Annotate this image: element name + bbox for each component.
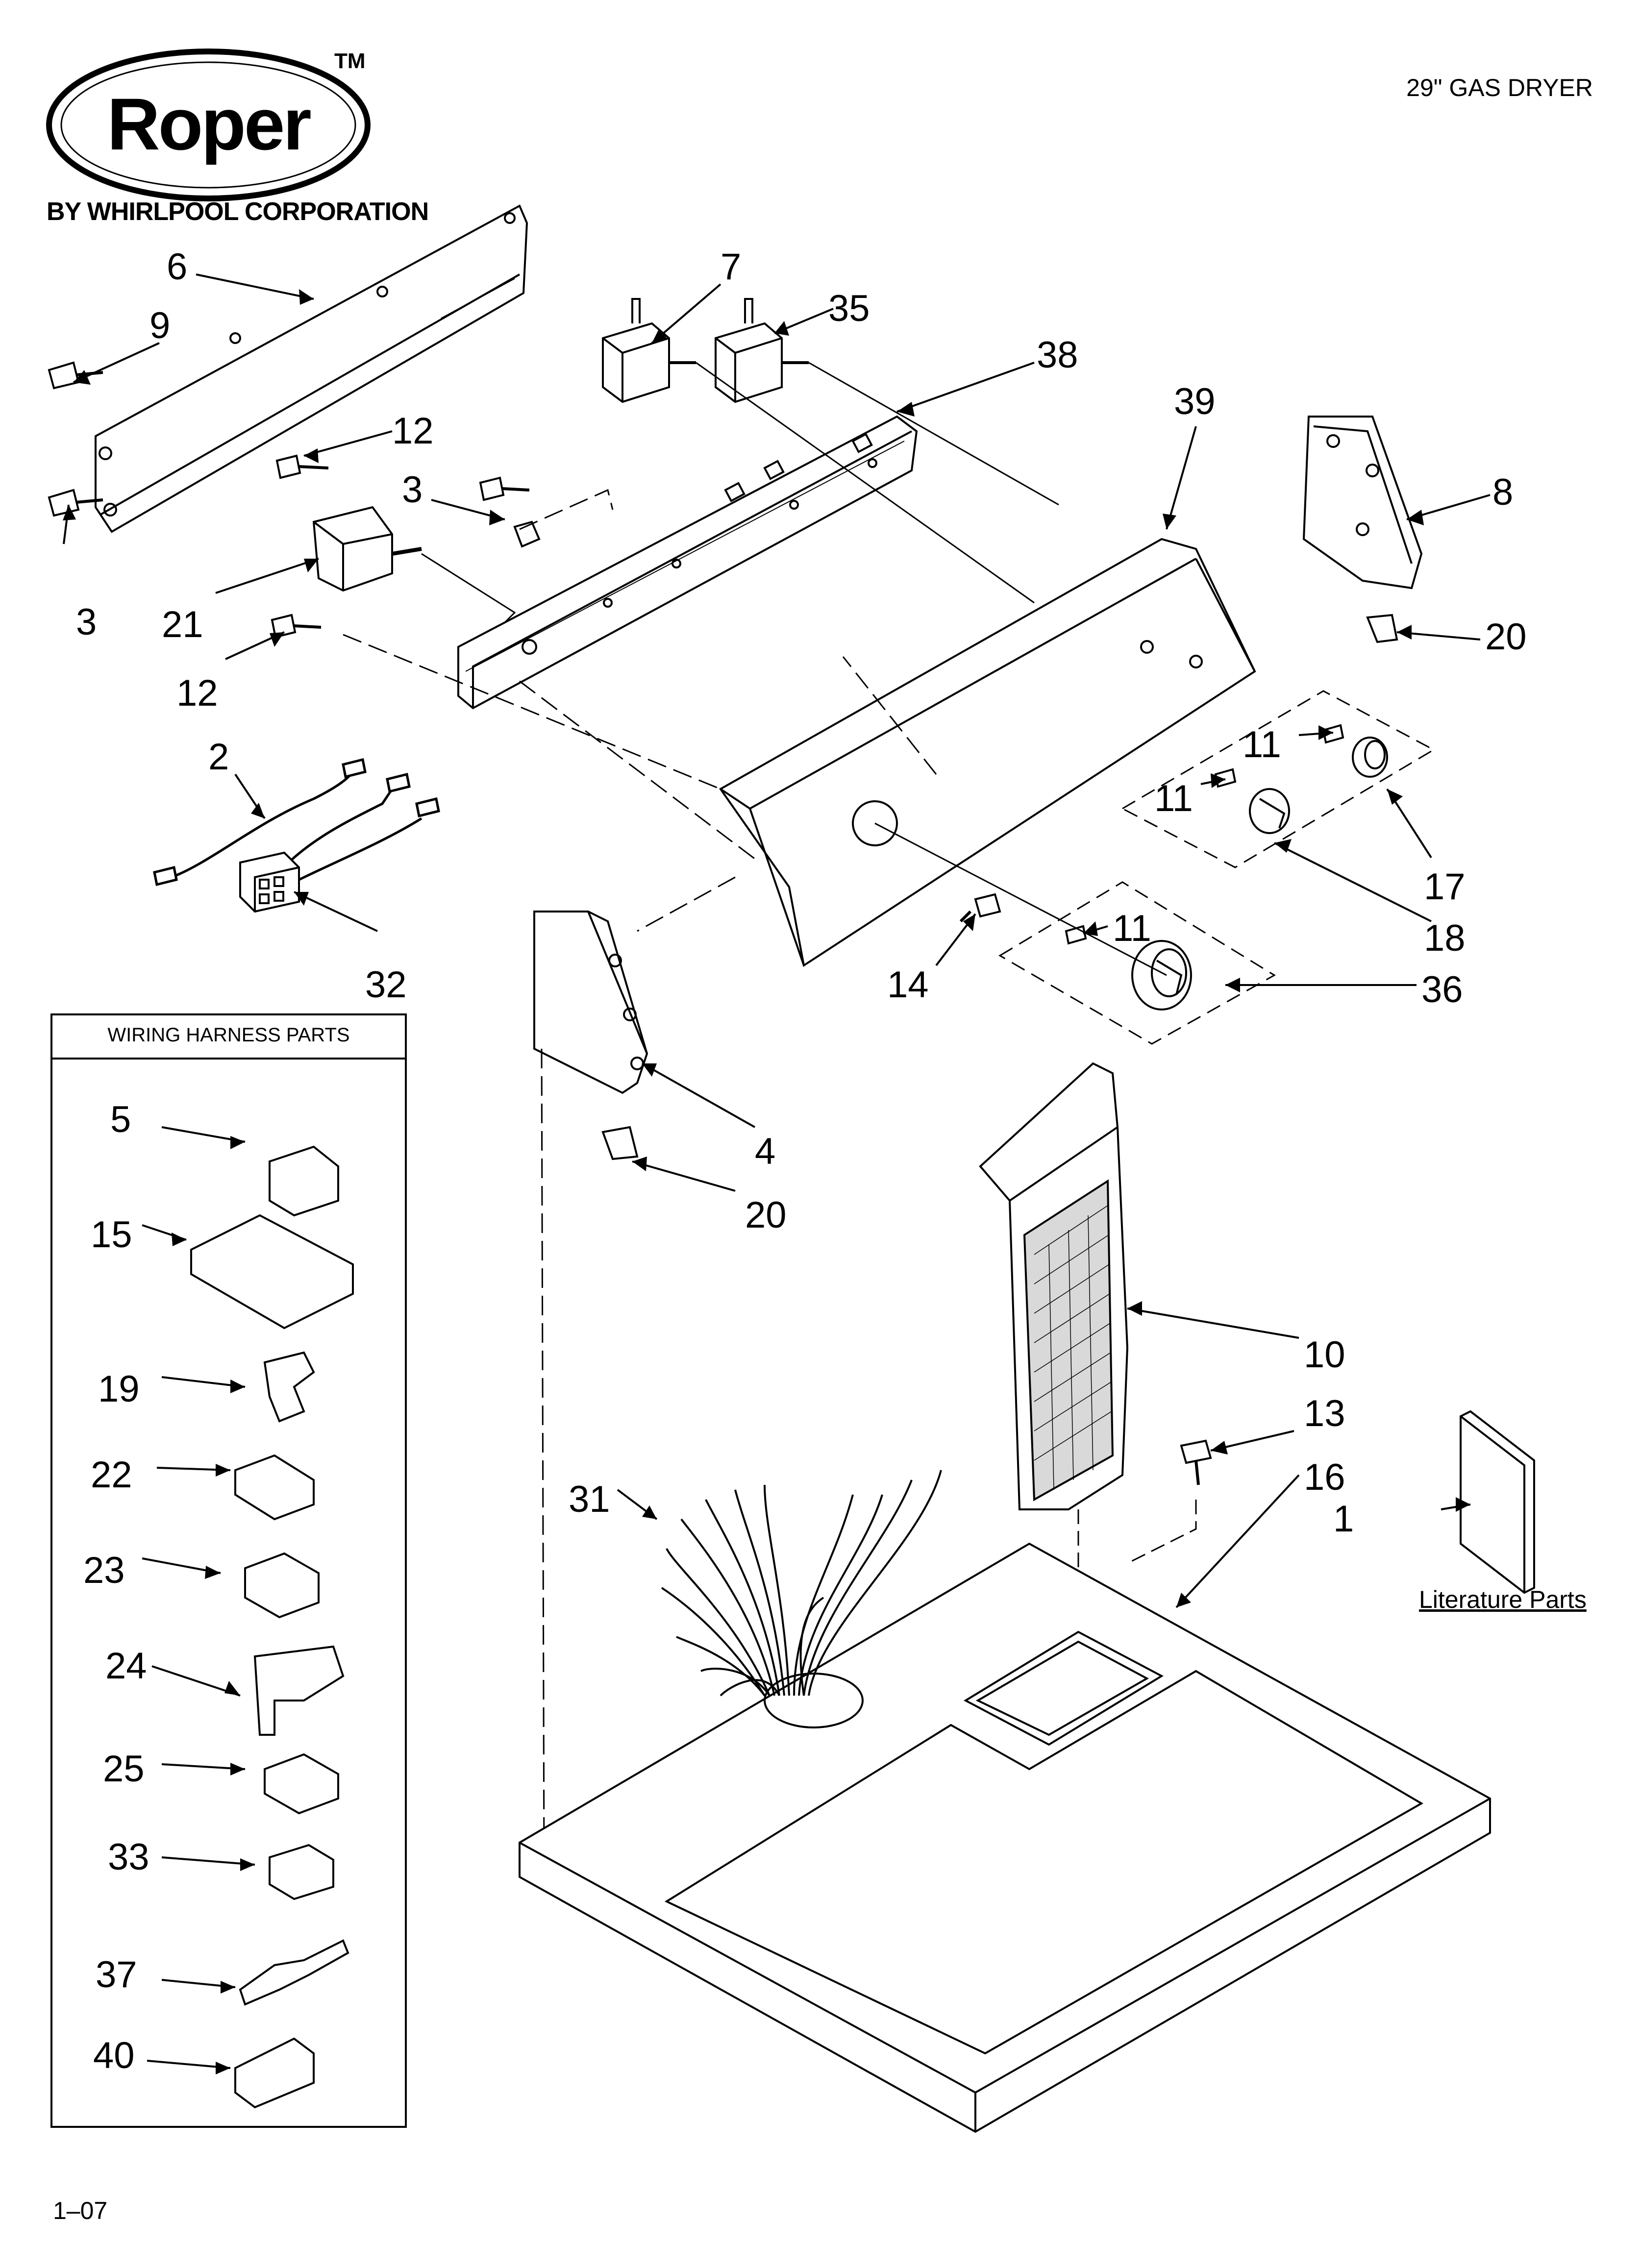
part-25-connector	[264, 1753, 339, 1815]
part-5-connector	[269, 1145, 339, 1217]
roper-logo: Roper	[46, 49, 371, 201]
part-20-clip-upper	[1366, 614, 1398, 643]
corporation-line: BY WHIRLPOOL CORPORATION	[47, 197, 429, 226]
part-12-screw-upper	[275, 454, 329, 479]
part-6-rear-panel	[95, 204, 528, 533]
harness-item-5: 5	[110, 1099, 131, 1140]
footer-code: 1–07	[53, 2197, 108, 2224]
callout-9: 9	[149, 305, 170, 346]
wiring-harness-title: WIRING HARNESS PARTS	[107, 1024, 350, 1046]
callout-10: 10	[1304, 1334, 1345, 1376]
part-40-connector	[234, 2037, 315, 2109]
alignment-line	[1127, 1500, 1197, 1564]
callout-6: 6	[167, 246, 187, 288]
part-3-screw-right	[479, 476, 541, 548]
callout-35: 35	[828, 288, 870, 329]
callout-labels: 6 9 3 12 3 21 12 7 35 38 39 8 20 11 11 1…	[76, 246, 1527, 2076]
callout-21: 21	[162, 604, 203, 645]
part-3-screw	[48, 489, 103, 517]
part-16-top-panel	[519, 1542, 1491, 2133]
callout-12: 12	[392, 410, 434, 452]
callout-39: 39	[1174, 381, 1216, 422]
part-20-clip-lower	[601, 1126, 639, 1160]
trademark-mark: TM	[334, 49, 366, 73]
harness-item-25: 25	[103, 1748, 145, 1790]
part-15-connector	[190, 1214, 354, 1330]
part-38-bracket	[457, 415, 918, 710]
harness-item-24: 24	[105, 1645, 147, 1687]
part-12-screw-lower	[271, 614, 322, 639]
callout-11: 11	[1243, 724, 1281, 765]
callout-13: 13	[1304, 1393, 1345, 1434]
callout-3: 3	[402, 469, 423, 511]
callout-16: 16	[1304, 1456, 1345, 1498]
callout-8: 8	[1492, 471, 1513, 513]
callout-18: 18	[1424, 917, 1466, 959]
part-1-literature	[1460, 1410, 1535, 1594]
part-21-switch	[312, 506, 516, 623]
alignment-line	[874, 822, 1167, 976]
callout-20: 20	[745, 1194, 787, 1236]
part-8-end-cap	[1302, 416, 1423, 590]
logo-wordmark: Roper	[107, 83, 311, 165]
harness-item-40: 40	[93, 2035, 135, 2076]
wiring-harness-box	[50, 1013, 407, 2128]
callout-1: 1	[1333, 1498, 1354, 1540]
callout-36: 36	[1421, 969, 1463, 1011]
callout-4: 4	[755, 1131, 775, 1172]
callout-14: 14	[887, 964, 929, 1006]
callout-12: 12	[176, 672, 218, 714]
part-7-switch	[602, 298, 696, 403]
harness-item-22: 22	[91, 1454, 132, 1496]
part-23-connector	[244, 1552, 320, 1619]
alignment-line	[808, 362, 1059, 506]
part-32-connector	[239, 851, 300, 913]
part-39-console	[719, 538, 1256, 967]
callout-38: 38	[1037, 334, 1078, 376]
part-35-switch	[715, 298, 809, 403]
part-14-screw	[959, 893, 1001, 923]
harness-item-23: 23	[83, 1550, 125, 1591]
callout-31: 31	[569, 1479, 610, 1520]
assembly-lines	[343, 489, 937, 1863]
part-33-connector	[269, 1844, 334, 1900]
part-11-clip-a	[1322, 724, 1344, 744]
part-13-screw	[1180, 1439, 1212, 1485]
part-4-end-cap	[533, 911, 648, 1094]
callout-3: 3	[76, 601, 97, 643]
harness-item-19: 19	[98, 1368, 140, 1410]
callout-2: 2	[208, 736, 229, 778]
harness-item-15: 15	[91, 1214, 132, 1256]
alignment-line	[696, 362, 1035, 604]
part-17-knob	[1352, 737, 1388, 778]
callout-20: 20	[1485, 616, 1527, 658]
arrowheads	[63, 289, 1470, 2074]
part-10-lint-screen	[979, 1062, 1129, 1510]
callout-17: 17	[1424, 866, 1466, 908]
part-22-connector	[234, 1454, 315, 1521]
callout-11: 11	[1113, 908, 1151, 949]
model-title: 29" GAS DRYER	[1406, 74, 1593, 101]
literature-parts-label: Literature Parts	[1419, 1586, 1587, 1613]
part-9-screw	[48, 361, 103, 390]
part-36-knob	[1131, 940, 1192, 1011]
part-31-wiring-bundle	[661, 1470, 942, 1697]
knob-group-36	[998, 881, 1276, 1045]
part-18-knob	[1249, 788, 1290, 834]
callout-7: 7	[721, 246, 741, 288]
harness-item-37: 37	[96, 1954, 137, 1996]
part-24-connector	[253, 1645, 345, 1736]
harness-item-33: 33	[108, 1836, 149, 1878]
callout-32: 32	[365, 964, 407, 1006]
part-37-terminal	[239, 1939, 349, 2006]
callout-11: 11	[1154, 778, 1193, 819]
part-19-clip	[263, 1351, 315, 1423]
